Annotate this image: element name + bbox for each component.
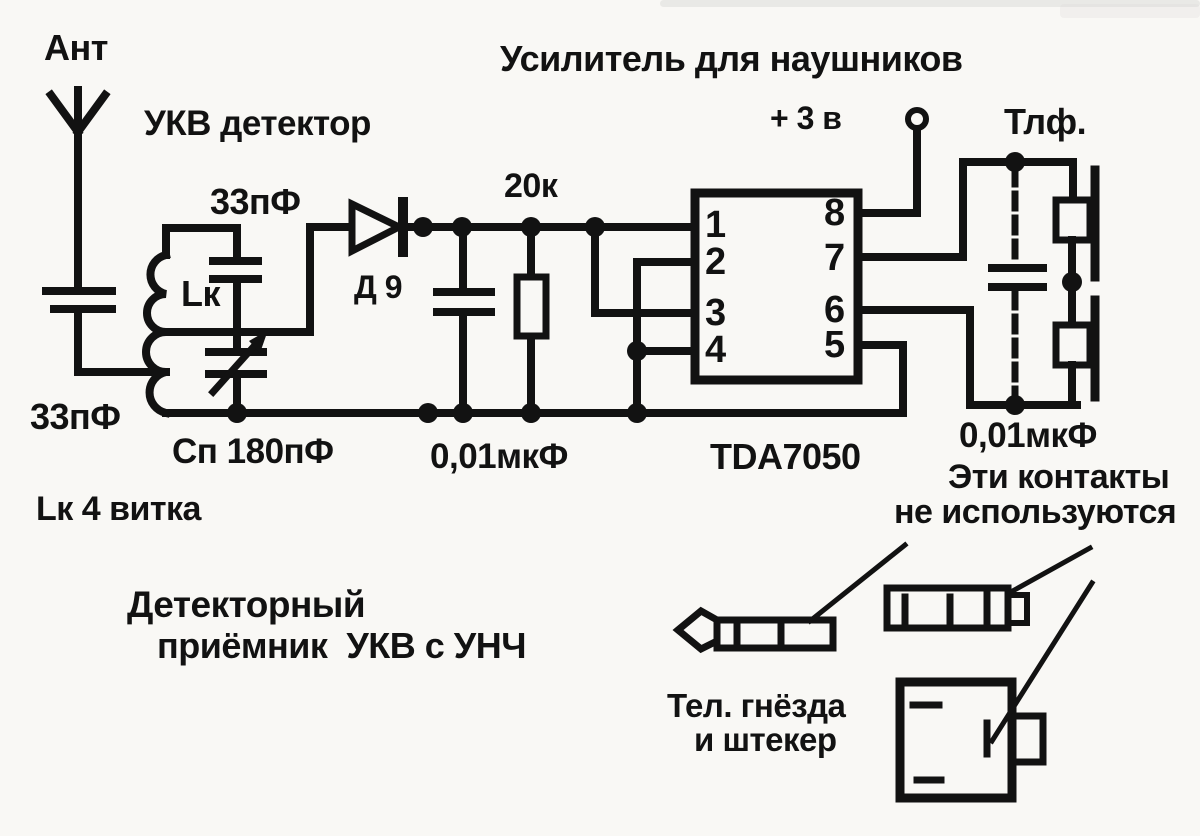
- antenna-capacitor-symbol: [42, 287, 170, 376]
- ic-pin-3: 3: [705, 292, 726, 334]
- pin6-wire: [854, 306, 1081, 409]
- phones-label: Тлф.: [1004, 101, 1087, 142]
- scan-smudge: [660, 0, 1200, 7]
- ic-pin-7: 7: [824, 237, 845, 279]
- antenna-capacitor-label: 33пФ: [30, 396, 121, 437]
- pin3-branch-wire: [591, 223, 699, 317]
- filter-capacitor-label: 0,01мкФ: [430, 437, 568, 476]
- antenna-label: Ант: [44, 27, 108, 68]
- resistor-symbol: [513, 223, 550, 417]
- contacts-note-line2: не используются: [894, 493, 1177, 531]
- ic-label: TDA7050: [710, 436, 861, 477]
- coil-note-label: Lк 4 витка: [36, 490, 201, 528]
- coil-label: Lк: [181, 273, 221, 314]
- diode-label: Д 9: [354, 269, 402, 305]
- ic-pin-2: 2: [705, 241, 726, 283]
- connectors-caption-line1: Тел. гнёзда: [667, 687, 846, 724]
- top-capacitor-symbol: [209, 224, 262, 356]
- filter-capacitor-symbol: [433, 223, 495, 417]
- ic-pin-4: 4: [705, 329, 726, 371]
- top-capacitor-label: 33пФ: [210, 181, 301, 222]
- output-capacitor-label: 0,01мкФ: [959, 416, 1097, 455]
- pin2-pin4-ground-wire: [633, 258, 699, 417]
- big-jack-drawing: [895, 677, 1047, 803]
- ic-pin-6: 6: [824, 289, 845, 331]
- jack-drawing: [883, 584, 1030, 632]
- caption-line1: Детекторный: [127, 584, 366, 625]
- earphone-capsules: [1052, 158, 1100, 409]
- ic-pin-1: 1: [705, 204, 726, 246]
- connectors-caption-line2: и штекер: [694, 721, 837, 758]
- ic-body: [690, 188, 863, 385]
- supply-label: + 3 в: [770, 100, 842, 136]
- antenna-icon: [45, 86, 111, 295]
- plug-drawing: [672, 606, 837, 654]
- detector-section-label: УКВ детектор: [144, 104, 371, 143]
- pin5-ground-wire: [854, 341, 907, 417]
- junction-dots: [227, 152, 1082, 423]
- ic-pin-5: 5: [824, 324, 845, 366]
- supply-terminal: [854, 107, 929, 217]
- caption-line2: приёмник УКВ с УНЧ: [157, 625, 527, 666]
- tap-wire: [162, 223, 356, 336]
- tuning-capacitor-label: Сп 180пФ: [172, 432, 334, 471]
- pointer-lines: [806, 541, 1096, 745]
- contacts-note-line1: Эти контакты: [948, 458, 1170, 496]
- output-capacitor-symbol: [988, 166, 1047, 404]
- scan-smudge: [1060, 4, 1200, 18]
- ic-pin-8: 8: [824, 192, 845, 234]
- page-title: Усилитель для наушников: [500, 38, 963, 79]
- resistor-label: 20к: [504, 167, 558, 205]
